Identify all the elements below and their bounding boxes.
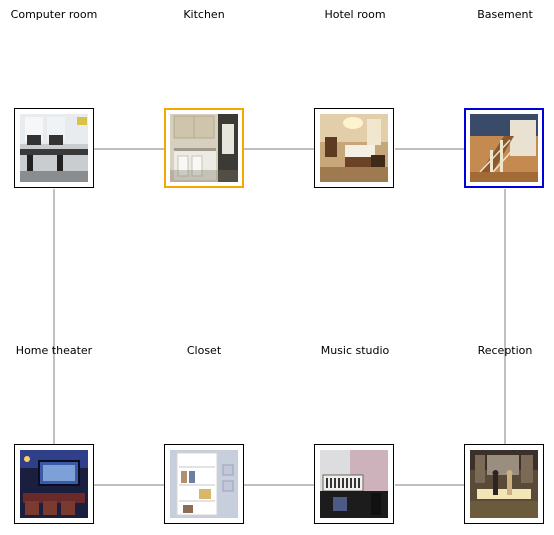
room-node-kitchen[interactable] bbox=[164, 108, 244, 188]
room-node-closet[interactable] bbox=[164, 444, 244, 524]
home-theater-thumbnail bbox=[20, 450, 88, 518]
room-node-home-theater[interactable] bbox=[14, 444, 94, 524]
room-label-hotel-room: Hotel room bbox=[324, 8, 386, 21]
room-node-hotel-room[interactable] bbox=[314, 108, 394, 188]
music-studio-thumbnail bbox=[320, 450, 388, 518]
closet-thumbnail bbox=[170, 450, 238, 518]
hotel-room-thumbnail bbox=[320, 114, 388, 182]
room-node-reception[interactable] bbox=[464, 444, 544, 524]
room-node-basement[interactable] bbox=[464, 108, 544, 188]
room-label-kitchen: Kitchen bbox=[183, 8, 225, 21]
room-node-computer-room[interactable] bbox=[14, 108, 94, 188]
basement-thumbnail bbox=[470, 114, 538, 182]
kitchen-thumbnail bbox=[170, 114, 238, 182]
reception-thumbnail bbox=[470, 450, 538, 518]
room-label-reception: Reception bbox=[477, 344, 533, 357]
room-label-music-studio: Music studio bbox=[320, 344, 390, 357]
room-label-computer-room: Computer room bbox=[10, 8, 98, 21]
room-label-home-theater: Home theater bbox=[15, 344, 93, 357]
room-label-basement: Basement bbox=[477, 8, 533, 21]
computer-room-thumbnail bbox=[20, 114, 88, 182]
room-label-closet: Closet bbox=[186, 344, 222, 357]
room-node-music-studio[interactable] bbox=[314, 444, 394, 524]
